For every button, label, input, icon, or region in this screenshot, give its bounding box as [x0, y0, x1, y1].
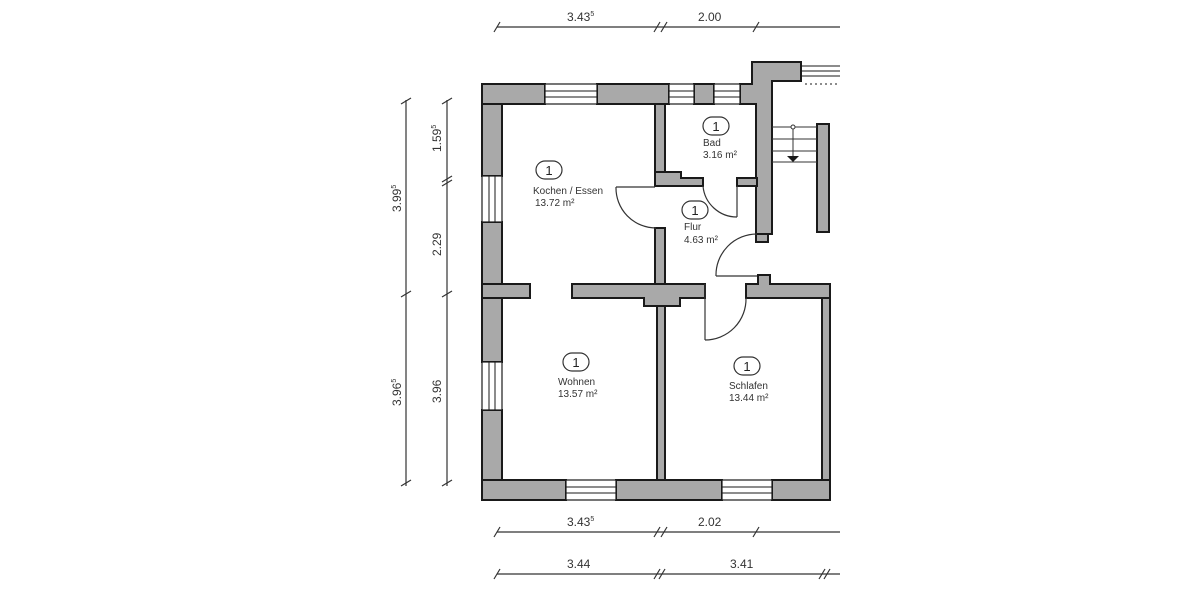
- svg-text:1: 1: [743, 359, 750, 374]
- room-name: Bad: [703, 138, 721, 149]
- room-bad: 1 Bad 3.16 m²: [702, 116, 738, 161]
- doors: [615, 185, 758, 341]
- dim-top-2: 2.00: [698, 10, 722, 24]
- dim-bottom-inner-2: 2.02: [698, 515, 722, 529]
- dim-left-inner-1: 1.595: [430, 125, 444, 152]
- dimension-top: 3.435 2.00: [493, 10, 840, 33]
- room-kochen: 1 Kochen / Essen 13.72 m²: [533, 160, 603, 209]
- room-area: 13.72 m²: [535, 198, 575, 209]
- svg-text:1: 1: [572, 355, 579, 370]
- walls: [481, 61, 831, 501]
- dim-left-inner-3: 3.96: [430, 379, 444, 403]
- dimension-bottom: 3.435 2.02 3.44 3.41: [493, 515, 840, 580]
- dim-left-outer-1: 3.995: [390, 185, 404, 212]
- dim-left-inner-2: 2.29: [430, 232, 444, 256]
- stairs: [772, 124, 817, 163]
- door-entry: [715, 233, 758, 277]
- room-schlafen: 1 Schlafen 13.44 m²: [729, 356, 769, 404]
- svg-text:1: 1: [691, 203, 698, 218]
- svg-text:1: 1: [545, 163, 552, 178]
- dim-bottom-inner-1: 3.435: [567, 515, 594, 529]
- door-schlafen: [704, 284, 747, 341]
- room-area: 4.63 m²: [684, 235, 719, 246]
- dim-bottom-outer-1: 3.44: [567, 557, 591, 571]
- room-flur: 1 Flur 4.63 m²: [681, 200, 719, 246]
- dim-left-outer-2: 3.965: [390, 379, 404, 406]
- room-area: 3.16 m²: [703, 150, 738, 161]
- room-area: 13.57 m²: [558, 389, 598, 400]
- room-name: Flur: [684, 222, 702, 233]
- windows: [481, 65, 840, 501]
- stair-arrow-icon: [787, 156, 799, 162]
- svg-text:1: 1: [712, 119, 719, 134]
- room-wohnen: 1 Wohnen 13.57 m²: [558, 352, 598, 400]
- dimension-left: 3.995 3.965 1.595 2.29 3.96: [390, 97, 453, 487]
- dim-top-1: 3.435: [567, 10, 594, 24]
- dim-bottom-outer-2: 3.41: [730, 557, 754, 571]
- room-name: Wohnen: [558, 377, 595, 388]
- room-name: Kochen / Essen: [533, 186, 603, 197]
- room-area: 13.44 m²: [729, 393, 769, 404]
- room-name: Schlafen: [729, 381, 768, 392]
- door-kochen: [615, 186, 657, 229]
- door-bad: [702, 185, 738, 218]
